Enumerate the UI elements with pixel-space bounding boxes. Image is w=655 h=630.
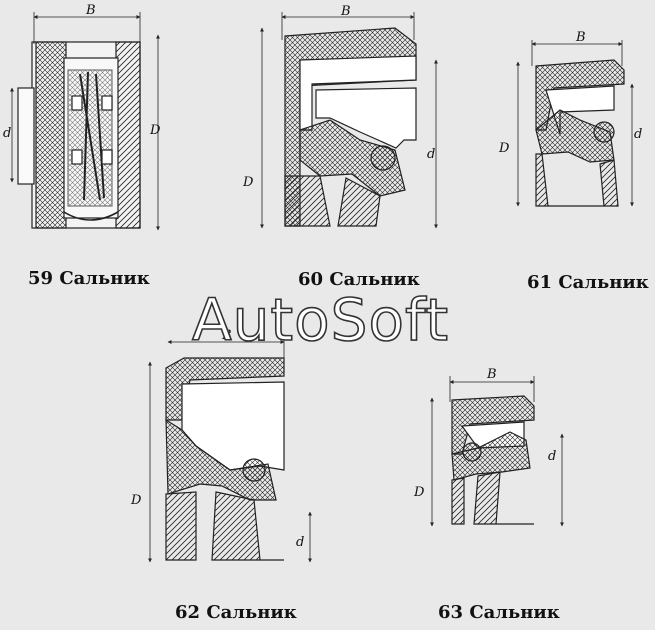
- dim-label-d-inner: d: [427, 147, 435, 162]
- seal-60-drawing: [284, 27, 417, 227]
- dim-label-b: B: [340, 4, 351, 19]
- dim-label-d-inner: d: [548, 449, 556, 464]
- figure-caption: 60 Сальник: [298, 269, 420, 290]
- seal-61-drawing: [535, 59, 625, 207]
- seal-59-drawing: [17, 41, 141, 229]
- dim-label-d-inner: d: [296, 535, 304, 550]
- figure-61: B D d 61 Сальник: [498, 30, 649, 293]
- figure-60: B D d 60 Сальник: [242, 4, 438, 290]
- dim-label-d-inner: d: [634, 127, 642, 142]
- dim-label-d-inner: d: [3, 126, 11, 141]
- figure-caption: 62 Сальник: [175, 602, 297, 623]
- dim-label-d-outer: D: [498, 141, 510, 156]
- dim-label-d-outer: D: [130, 493, 142, 508]
- dim-label-b: B: [486, 367, 497, 382]
- watermark-text: AutoSoft: [192, 286, 449, 354]
- figure-caption: 61 Сальник: [527, 272, 649, 293]
- figure-caption: 63 Сальник: [438, 602, 560, 623]
- dim-label-b: B: [221, 328, 232, 343]
- dim-label-b: B: [575, 30, 586, 45]
- dim-label-d-outer: D: [413, 485, 425, 500]
- seal-63-drawing: [451, 395, 535, 525]
- dim-label-d-outer: D: [242, 175, 254, 190]
- seal-62-drawing: [165, 357, 285, 561]
- figure-63: B D d 63 Сальник: [413, 367, 564, 623]
- figure-caption: 59 Сальник: [28, 268, 150, 289]
- dim-label-b: B: [85, 3, 96, 18]
- dim-label-d-outer: D: [149, 123, 161, 138]
- figure-59: B D d 59 Сальник: [3, 3, 161, 289]
- figure-62: B D d 62 Сальник: [130, 328, 312, 623]
